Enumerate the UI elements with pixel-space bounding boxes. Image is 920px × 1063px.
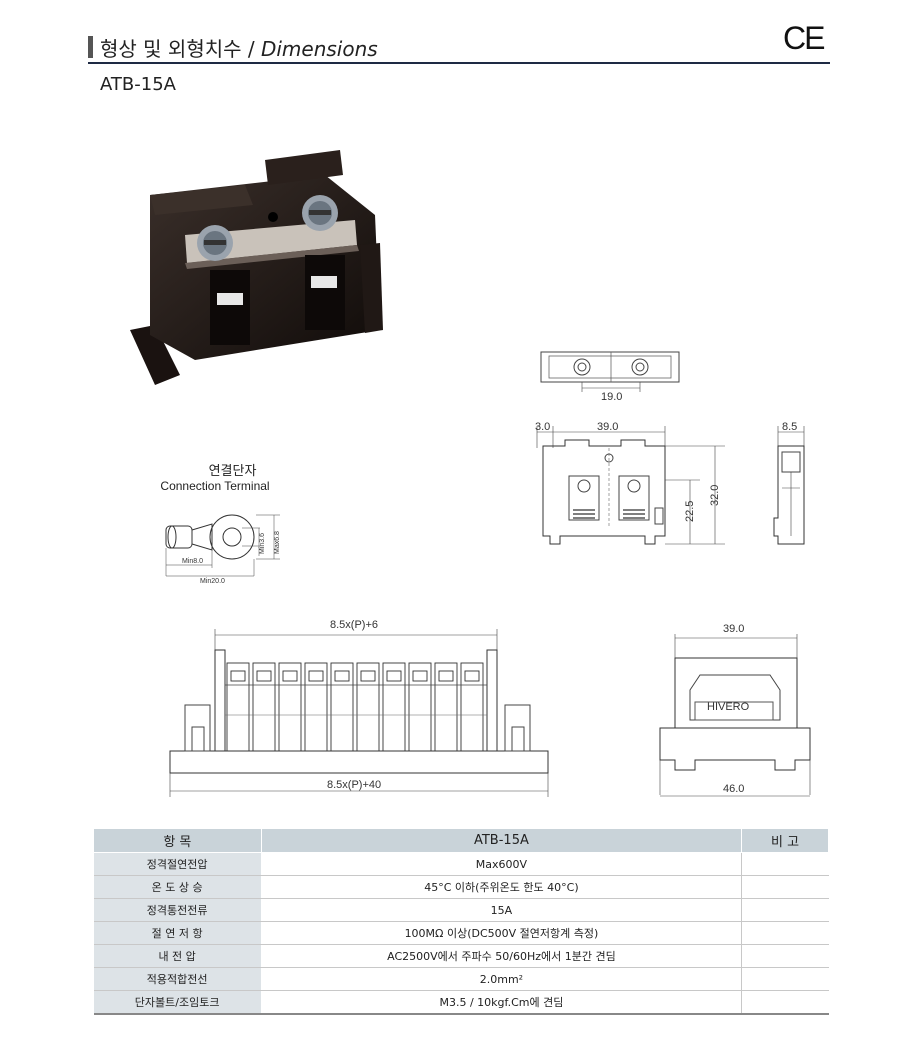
terminal-pole	[434, 662, 458, 752]
terminal-screw	[360, 670, 376, 682]
row-item: 정격절연전압	[93, 852, 262, 876]
product-photo	[130, 150, 383, 385]
dim-assembly-bottom: 8.5x(P)+40	[327, 779, 381, 791]
row-item: 내 전 압	[93, 944, 262, 968]
row-note	[741, 875, 829, 899]
table-row: 절 연 저 항 100MΩ 이상(DC500V 절연저항계 측정)	[93, 921, 829, 945]
row-value: 2.0mm²	[261, 967, 743, 991]
row-value: 100MΩ 이상(DC500V 절연저항계 측정)	[261, 921, 743, 945]
terminal-screw	[438, 670, 454, 682]
terminal-dim-min80: Min8.0	[182, 558, 203, 565]
terminal-screw	[308, 670, 324, 682]
terminal-pole	[460, 662, 484, 752]
assembly-drawing: 8.5x(P)+6 8.5x(P)+40	[169, 619, 549, 797]
table-row: 정격통전전류 15A	[93, 898, 829, 922]
dim-front-width: 39.0	[597, 421, 618, 433]
terminal-pole	[252, 662, 276, 752]
row-value: M3.5 / 10kgf.Cm에 견딤	[261, 990, 743, 1015]
dim-end-bottom: 46.0	[723, 783, 744, 795]
dim-top-view: 19.0	[601, 391, 622, 403]
row-note	[741, 944, 829, 968]
row-note	[741, 967, 829, 991]
table-row: 단자볼트/조임토크 M3.5 / 10kgf.Cm에 견딤	[93, 990, 829, 1015]
front-view-drawing: 3.0 39.0 22.5 32.0	[535, 421, 725, 545]
dim-side-width: 8.5	[782, 421, 797, 433]
end-view-drawing: 39.0 HIVERO 46.0	[659, 623, 811, 797]
spec-table: 항 목 ATB-15A 비 고 정격절연전압 Max600V 온 도 상 승 4…	[93, 828, 829, 1015]
row-item: 온 도 상 승	[93, 875, 262, 899]
ce-mark: CE	[783, 20, 825, 56]
row-note	[741, 852, 829, 876]
terminal-pole	[278, 662, 302, 752]
terminal-label-korean: 연결단자	[208, 464, 257, 479]
terminal-pole	[330, 662, 354, 752]
dim-front-h2: 32.0	[709, 485, 721, 506]
terminal-screw	[282, 670, 298, 682]
dim-front-h1: 22.5	[684, 501, 696, 522]
row-note	[741, 990, 829, 1015]
terminal-dim-max68: Max6.8	[274, 531, 281, 554]
terminal-screw	[386, 670, 402, 682]
row-item: 정격통전전류	[93, 898, 262, 922]
header-accent-bar	[88, 36, 93, 58]
row-item: 단자볼트/조임토크	[93, 990, 262, 1015]
row-value: Max600V	[261, 852, 743, 876]
title-korean: 형상 및 외형치수	[100, 37, 242, 61]
row-note	[741, 921, 829, 945]
header-note: 비 고	[741, 828, 829, 853]
terminal-pole	[356, 662, 380, 752]
terminal-pole	[382, 662, 406, 752]
terminal-pole	[226, 662, 250, 752]
terminal-screw	[230, 670, 246, 682]
title-separator: /	[241, 37, 261, 61]
terminal-drawing: Min3.6 Max6.8 Min8.0 Min20.0	[165, 514, 281, 585]
header-model: ATB-15A	[260, 828, 743, 853]
page-title: 형상 및 외형치수 / Dimensions	[100, 33, 378, 62]
terminal-dim-min200: Min20.0	[200, 578, 225, 585]
table-row: 온 도 상 승 45°C 이하(주위온도 한도 40°C)	[93, 875, 829, 899]
table-header-row: 항 목 ATB-15A 비 고	[93, 828, 829, 853]
terminal-screw	[334, 670, 350, 682]
row-value: AC2500V에서 주파수 50/60Hz에서 1분간 견딤	[261, 944, 743, 968]
dim-assembly-top: 8.5x(P)+6	[330, 619, 378, 631]
title-english: Dimensions	[260, 37, 378, 61]
table-row: 내 전 압 AC2500V에서 주파수 50/60Hz에서 1분간 견딤	[93, 944, 829, 968]
terminal-label-english: Connection Terminal	[160, 479, 270, 493]
terminal-screw	[464, 670, 480, 682]
terminal-screw	[256, 670, 272, 682]
terminal-screw	[412, 670, 428, 682]
row-item: 절 연 저 항	[93, 921, 262, 945]
side-view-drawing: 8.5	[773, 421, 805, 545]
model-name: ATB-15A	[100, 74, 176, 95]
brand-label: HIVERO	[707, 701, 750, 713]
top-view-drawing: 19.0	[540, 351, 680, 403]
terminal-pole	[408, 662, 432, 752]
table-row: 정격절연전압 Max600V	[93, 852, 829, 876]
dim-front-left: 3.0	[535, 421, 550, 433]
dim-end-top: 39.0	[723, 623, 744, 635]
row-value: 15A	[261, 898, 743, 922]
row-item: 적용적합전선	[93, 967, 262, 991]
table-row: 적용적합전선 2.0mm²	[93, 967, 829, 991]
header-rule	[88, 62, 830, 64]
terminal-pole	[304, 662, 328, 752]
row-note	[741, 898, 829, 922]
terminal-dim-min36: Min3.6	[259, 533, 266, 554]
terminal-label: 연결단자 Connection Terminal	[150, 460, 280, 493]
header-item: 항 목	[93, 828, 262, 853]
row-value: 45°C 이하(주위온도 한도 40°C)	[261, 875, 743, 899]
